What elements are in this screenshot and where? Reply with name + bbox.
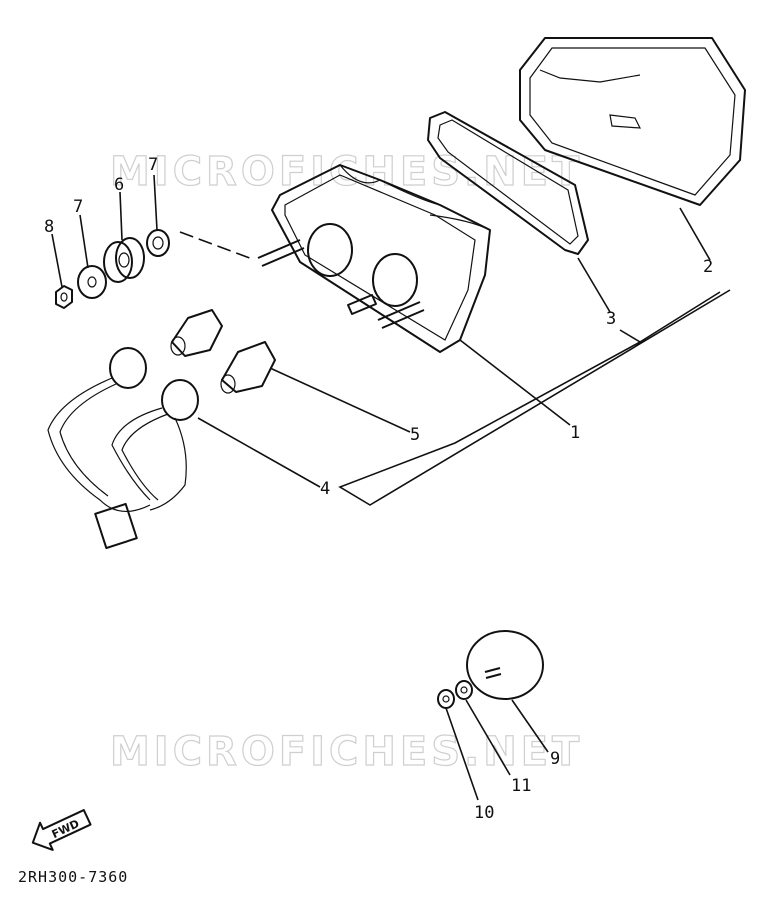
diagram-code: 2RH300-7360 xyxy=(18,868,128,886)
callout-8: 8 xyxy=(44,217,54,237)
nut-10 xyxy=(437,689,455,709)
callout-9: 9 xyxy=(550,749,560,769)
nut-8 xyxy=(55,285,73,309)
stud-alignment-line xyxy=(179,231,256,261)
callout-7-right: 7 xyxy=(148,155,158,175)
callout-6: 6 xyxy=(114,175,124,195)
fwd-label: FWD xyxy=(50,817,82,841)
damper-6 xyxy=(103,237,145,283)
leader-lines xyxy=(51,174,731,801)
reflector-9 xyxy=(466,630,544,700)
fwd-arrow-icon: FWD xyxy=(31,809,92,851)
bulb-5 xyxy=(220,341,276,394)
callout-7-left: 7 xyxy=(73,197,83,217)
watermark-top: MICROFICHES.NET xyxy=(110,149,583,195)
callout-11: 11 xyxy=(511,776,531,796)
callout-1: 1 xyxy=(570,423,580,443)
callout-2: 2 xyxy=(703,257,713,277)
callout-10: 10 xyxy=(474,803,494,823)
bulb-socket-hole-left xyxy=(307,223,353,277)
harness-connector xyxy=(94,502,138,550)
callout-3: 3 xyxy=(606,309,616,329)
callout-4: 4 xyxy=(320,479,330,499)
washer-11 xyxy=(455,680,473,700)
watermark-bottom: MICROFICHES.NET xyxy=(110,729,583,775)
grommet-7-right xyxy=(146,229,170,257)
callout-5: 5 xyxy=(410,425,420,445)
tail-light-lens xyxy=(519,37,746,206)
socket-harness-4 xyxy=(47,347,199,550)
washer-7-left xyxy=(77,265,107,299)
lens-gasket xyxy=(427,111,589,255)
bulb-socket-hole-right xyxy=(372,253,418,307)
tail-light-housing xyxy=(257,164,491,353)
bulb-upper xyxy=(170,309,223,357)
